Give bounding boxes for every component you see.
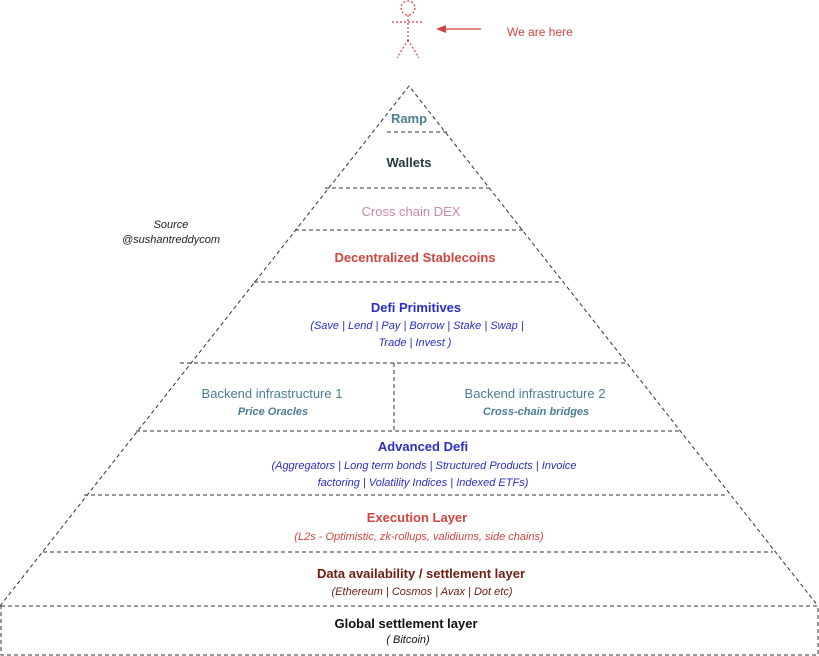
layer-wallets-title: Wallets: [386, 155, 431, 170]
layer-advanced-defi-title: Advanced Defi: [378, 439, 468, 454]
layer-global-settlement-title: Global settlement layer: [334, 616, 477, 631]
layer-data-availability-title: Data availability / settlement layer: [317, 566, 525, 581]
we-are-here-label: We are here: [507, 25, 573, 39]
layer-defi-primitives-line1: (Save | Lend | Pay | Borrow | Stake | Sw…: [310, 320, 524, 332]
layer-advanced-defi-line1: (Aggregators | Long term bonds | Structu…: [271, 460, 576, 472]
person-icon: [392, 0, 424, 59]
layer-backend-1-title: Backend infrastructure 1: [202, 386, 343, 401]
layer-stablecoins-title: Decentralized Stablecoins: [334, 250, 495, 265]
layer-advanced-defi-line2: factoring | Volatility Indices | Indexed…: [318, 477, 529, 489]
source-handle: @sushantreddycom: [122, 234, 220, 246]
layer-data-availability-subtitle: (Ethereum | Cosmos | Avax | Dot etc): [332, 586, 513, 598]
layer-cross-chain-dex-title: Cross chain DEX: [362, 204, 461, 219]
source-label: Source: [154, 219, 189, 231]
layer-ramp-title: Ramp: [391, 111, 427, 126]
layer-global-settlement-subtitle: ( Bitcoin): [386, 634, 430, 646]
layer-defi-primitives-title: Defi Primitives: [371, 300, 461, 315]
layer-backend-2-subtitle: Cross-chain bridges: [483, 406, 589, 418]
pyramid-outline: [0, 85, 819, 656]
layer-execution-subtitle: (L2s - Optimistic, zk-rollups, validiums…: [294, 531, 544, 543]
arrow-left-icon: [436, 25, 481, 33]
layer-backend-1-subtitle: Price Oracles: [238, 406, 308, 418]
layer-backend-2-title: Backend infrastructure 2: [465, 386, 606, 401]
layer-execution-title: Execution Layer: [367, 510, 467, 525]
layer-defi-primitives-line2: Trade | Invest ): [379, 337, 452, 349]
